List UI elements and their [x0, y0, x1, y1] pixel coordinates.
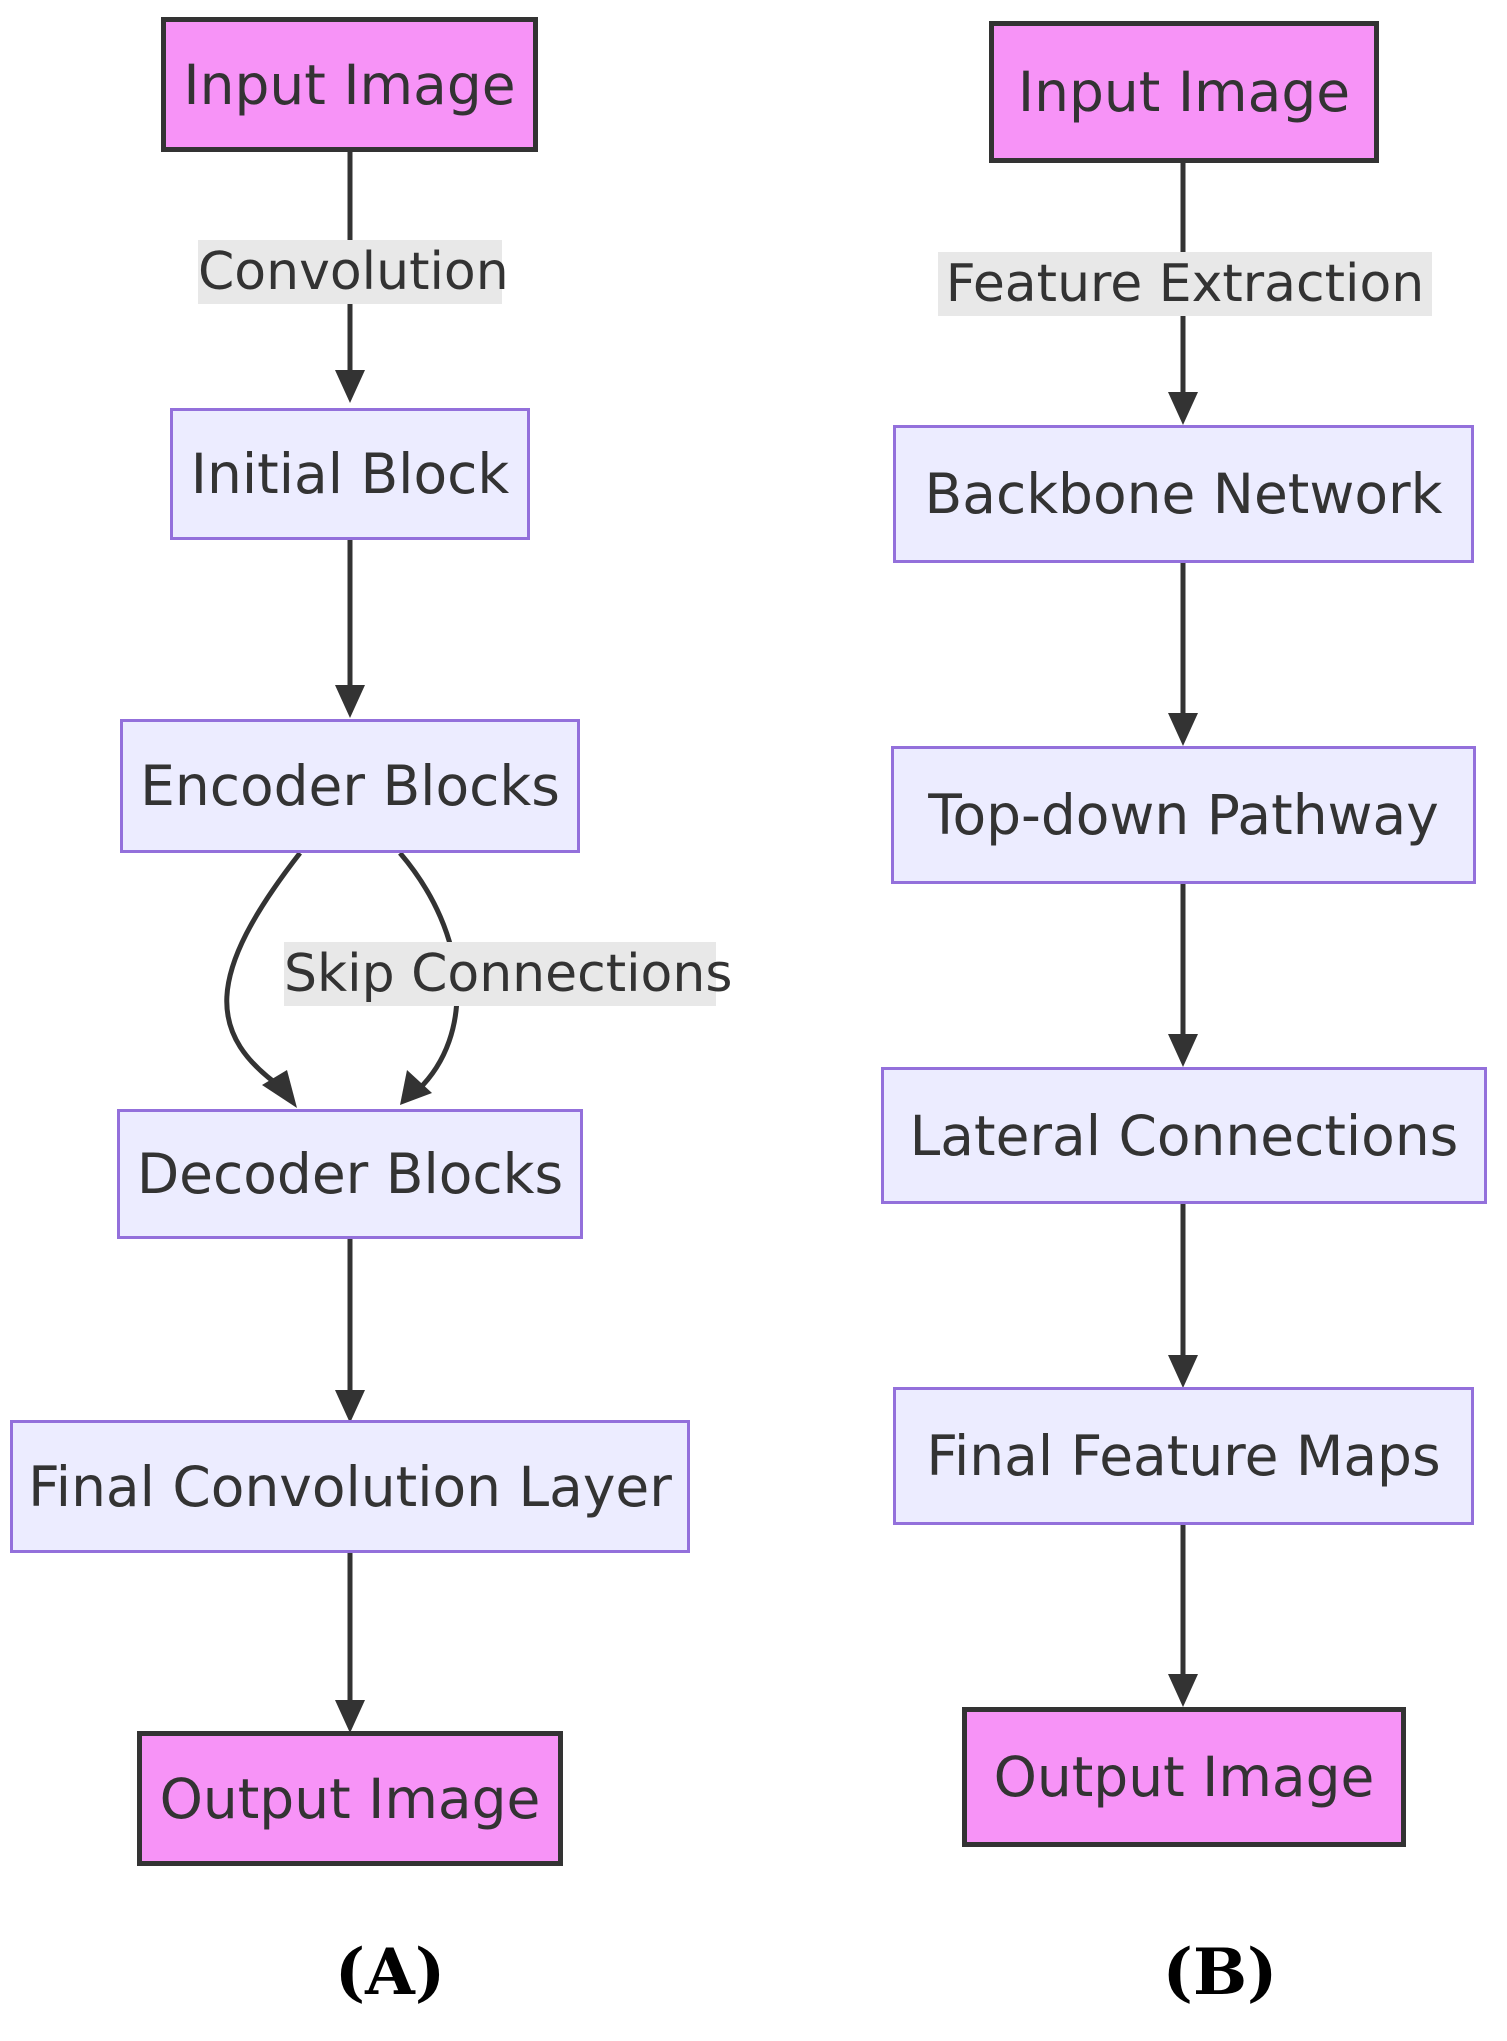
- node-a-input-image: Input Image: [161, 17, 538, 152]
- node-b-lateral-connections: Lateral Connections: [881, 1067, 1487, 1204]
- node-b-output-image: Output Image: [962, 1707, 1406, 1847]
- node-b-final-feature-maps: Final Feature Maps: [893, 1387, 1474, 1525]
- node-a-final-convolution-layer: Final Convolution Layer: [10, 1420, 690, 1553]
- panel-label-b: (B): [1162, 1935, 1278, 2010]
- edge-label-convolution: Convolution: [198, 240, 509, 304]
- node-b-top-down-pathway: Top-down Pathway: [891, 746, 1476, 884]
- node-a-output-image: Output Image: [137, 1731, 563, 1866]
- edge-label-feature-extraction: Feature Extraction: [938, 252, 1432, 316]
- node-a-initial-block: Initial Block: [170, 408, 530, 540]
- node-b-input-image: Input Image: [989, 21, 1379, 163]
- panel-label-a: (A): [334, 1935, 446, 2010]
- node-a-encoder-blocks: Encoder Blocks: [120, 719, 580, 853]
- node-a-decoder-blocks: Decoder Blocks: [117, 1109, 583, 1239]
- edge-label-skip-connections: Skip Connections: [284, 942, 733, 1006]
- node-b-backbone-network: Backbone Network: [893, 425, 1474, 563]
